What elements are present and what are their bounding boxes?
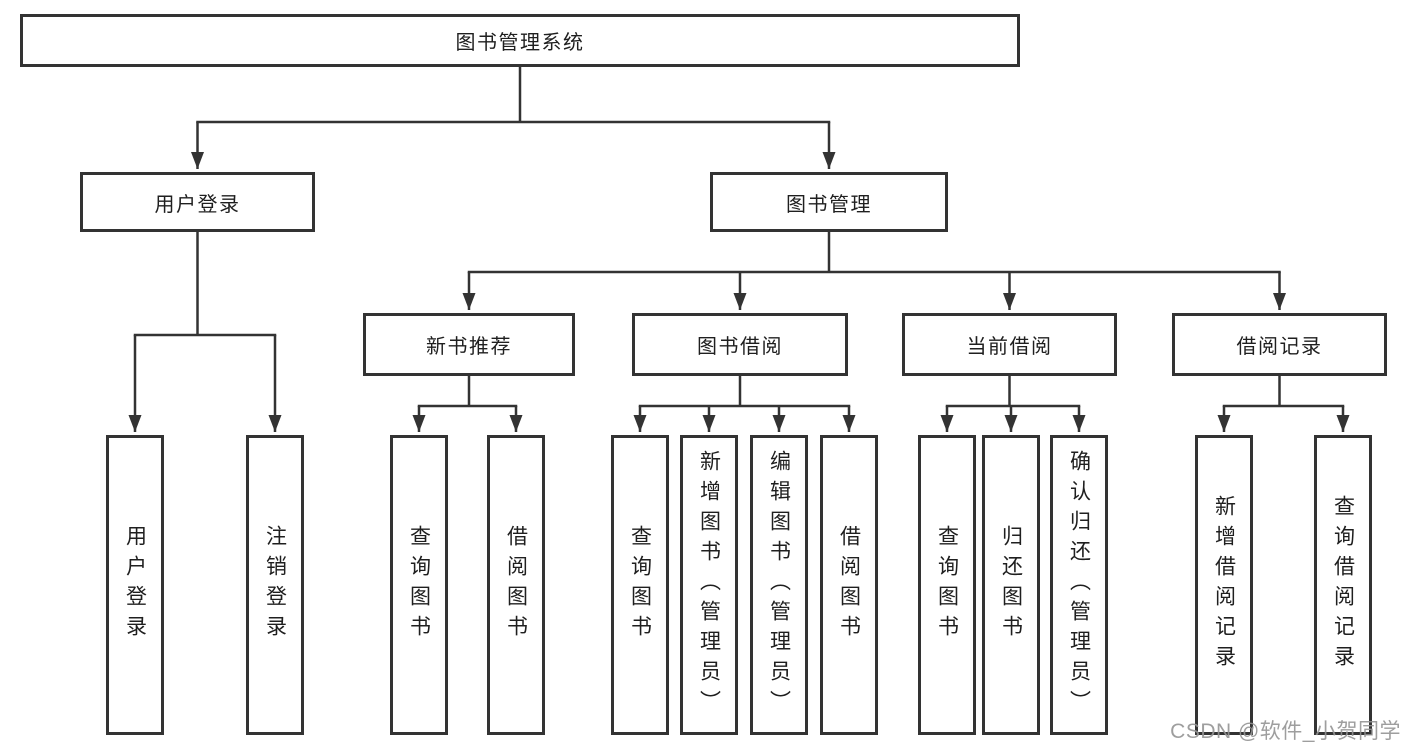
node-new-book-recommend-label: 新书推荐 bbox=[426, 336, 512, 358]
leaf-logout: 注销登录 bbox=[246, 435, 304, 735]
leaf-user-login: 用户登录 bbox=[106, 435, 164, 735]
node-book-management-label: 图书管理 bbox=[786, 193, 872, 216]
leaf-return-book: 归还图书 bbox=[982, 435, 1040, 735]
leaf-query-borrow-record-label: 查询借阅记录 bbox=[1331, 495, 1355, 675]
leaf-logout-label: 注销登录 bbox=[263, 525, 287, 645]
leaf-user-login-label: 用户登录 bbox=[123, 525, 147, 645]
node-book-borrow-label: 图书借阅 bbox=[697, 336, 783, 358]
leaf-edit-book-admin-label: 编辑图书（管理员） bbox=[767, 450, 791, 720]
leaf-query-book-3-label: 查询图书 bbox=[935, 525, 959, 645]
node-current-borrow: 当前借阅 bbox=[902, 313, 1117, 376]
node-user-login: 用户登录 bbox=[80, 172, 315, 232]
leaf-query-book-1-label: 查询图书 bbox=[407, 525, 431, 645]
leaf-borrow-book-2-label: 借阅图书 bbox=[837, 525, 861, 645]
leaf-add-borrow-record-label: 新增借阅记录 bbox=[1212, 495, 1236, 675]
leaf-borrow-book-1-label: 借阅图书 bbox=[504, 525, 528, 645]
node-root-system: 图书管理系统 bbox=[20, 14, 1020, 67]
node-book-management: 图书管理 bbox=[710, 172, 948, 232]
leaf-confirm-return-admin: 确认归还（管理员） bbox=[1050, 435, 1108, 735]
node-borrow-record-label: 借阅记录 bbox=[1236, 336, 1323, 358]
node-new-book-recommend: 新书推荐 bbox=[363, 313, 575, 376]
node-root-system-label: 图书管理系统 bbox=[455, 32, 585, 54]
leaf-add-borrow-record: 新增借阅记录 bbox=[1195, 435, 1253, 735]
node-book-borrow: 图书借阅 bbox=[632, 313, 848, 376]
leaf-return-book-label: 归还图书 bbox=[999, 525, 1023, 645]
leaf-add-book-admin: 新增图书（管理员） bbox=[680, 435, 738, 735]
leaf-query-book-3: 查询图书 bbox=[918, 435, 976, 735]
leaf-query-borrow-record: 查询借阅记录 bbox=[1314, 435, 1372, 735]
leaf-query-book-2: 查询图书 bbox=[611, 435, 669, 735]
leaf-query-book-1: 查询图书 bbox=[390, 435, 448, 735]
leaf-query-book-2-label: 查询图书 bbox=[628, 525, 652, 645]
watermark: CSDN @软件_小贺同学 bbox=[1170, 720, 1401, 743]
leaf-add-book-admin-label: 新增图书（管理员） bbox=[697, 450, 721, 720]
node-current-borrow-label: 当前借阅 bbox=[966, 336, 1053, 358]
leaf-edit-book-admin: 编辑图书（管理员） bbox=[750, 435, 808, 735]
leaf-confirm-return-admin-label: 确认归还（管理员） bbox=[1067, 450, 1091, 720]
leaf-borrow-book-1: 借阅图书 bbox=[487, 435, 545, 735]
leaf-borrow-book-2: 借阅图书 bbox=[820, 435, 878, 735]
node-borrow-record: 借阅记录 bbox=[1172, 313, 1387, 376]
node-user-login-label: 用户登录 bbox=[154, 193, 241, 216]
